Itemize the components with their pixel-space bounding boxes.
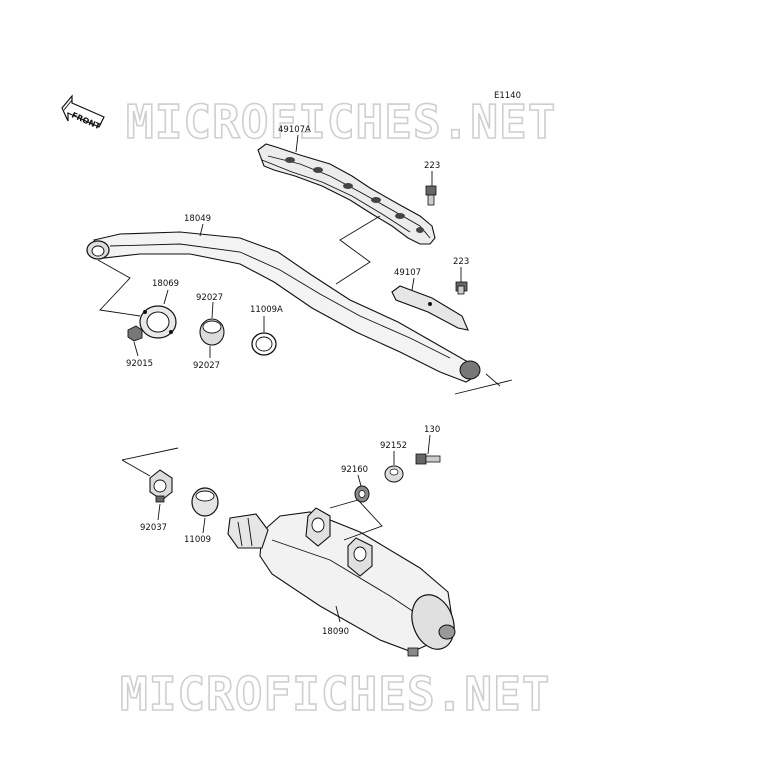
label-92015: 92015 [126, 359, 153, 369]
label-92027-bottom: 92027 [193, 361, 220, 371]
exhaust-pipe-18049 [86, 231, 501, 387]
nut-92015 [127, 325, 143, 342]
front-arrow-icon: FRONT [61, 94, 105, 131]
label-92160: 92160 [341, 465, 368, 475]
flange-18069 [139, 305, 177, 339]
label-92027-top: 92027 [196, 293, 223, 303]
gasket-11009A [251, 332, 277, 356]
bolt-130 [415, 453, 441, 465]
heat-shield-49107A [257, 143, 436, 245]
muffler-18090 [227, 507, 456, 657]
label-92152: 92152 [380, 441, 407, 451]
label-49107: 49107 [394, 268, 421, 278]
diagram-code: E1140 [494, 91, 521, 101]
clamp-92037 [149, 469, 173, 503]
label-18069: 18069 [152, 279, 179, 289]
grommet-92160 [354, 485, 370, 503]
label-130: 130 [424, 425, 440, 435]
watermark-top: MICROFICHES.NET [126, 95, 556, 149]
label-11009: 11009 [184, 535, 211, 545]
watermark-bottom: MICROFICHES.NET [120, 667, 550, 721]
label-18090: 18090 [322, 627, 349, 637]
bolt-223-lower [455, 281, 468, 295]
label-49107A: 49107A [278, 125, 311, 135]
label-92037: 92037 [140, 523, 167, 533]
gasket-92027 [199, 318, 225, 346]
label-223-top: 223 [424, 161, 440, 171]
gasket-11009 [191, 487, 219, 517]
label-223-lower: 223 [453, 257, 469, 267]
label-18049: 18049 [184, 214, 211, 224]
collar-92152 [384, 465, 404, 483]
label-11009A: 11009A [250, 305, 283, 315]
bolt-223-top [425, 185, 437, 206]
heat-shield-49107 [391, 285, 469, 331]
